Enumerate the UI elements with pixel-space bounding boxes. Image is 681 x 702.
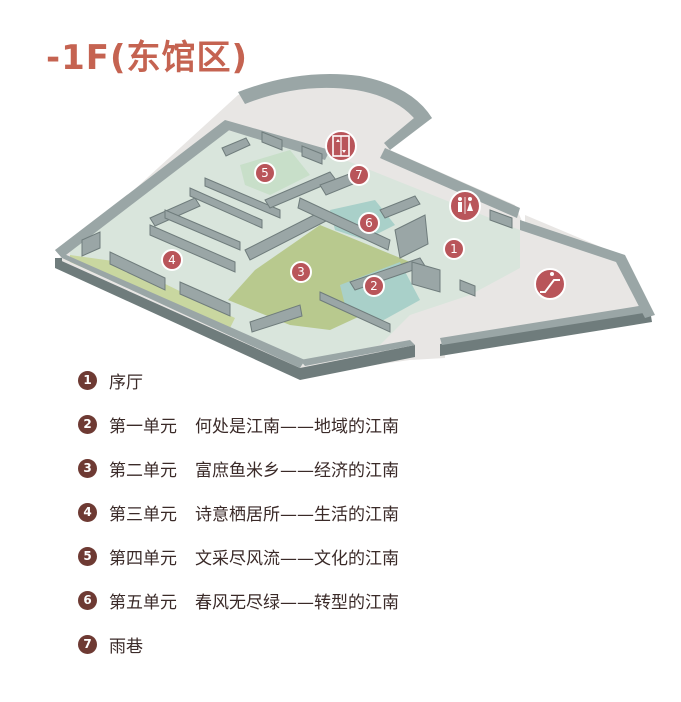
legend-theme: 何处是江南——地域的江南 <box>195 416 399 437</box>
svg-text:3: 3 <box>297 265 305 279</box>
legend-theme: 富庶鱼米乡——经济的江南 <box>195 460 399 481</box>
legend-number: 7 <box>78 634 97 654</box>
legend-unit: 第四单元 <box>109 548 177 569</box>
legend-number: 4 <box>78 502 97 522</box>
legend-unit: 第二单元 <box>109 460 177 481</box>
area-marker-5[interactable]: 5 <box>254 162 276 184</box>
svg-text:5: 5 <box>261 166 269 180</box>
legend-number: 5 <box>78 546 97 566</box>
legend-number: 1 <box>78 370 97 390</box>
legend-unit: 序厅 <box>109 372 143 393</box>
restroom-icon[interactable] <box>449 190 481 222</box>
area-marker-1[interactable]: 1 <box>443 238 465 260</box>
legend-item-7[interactable]: 7 雨巷 <box>78 632 143 657</box>
svg-text:4: 4 <box>168 253 176 267</box>
legend-unit: 第三单元 <box>109 504 177 525</box>
svg-text:1: 1 <box>450 242 458 256</box>
legend-item-5[interactable]: 5 第四单元文采尽风流——文化的江南 <box>78 544 399 569</box>
svg-text:2: 2 <box>370 279 378 293</box>
area-marker-6[interactable]: 6 <box>358 212 380 234</box>
outer-walls <box>55 74 655 380</box>
legend-theme: 春风无尽绿——转型的江南 <box>195 592 399 613</box>
area-marker-2[interactable]: 2 <box>363 275 385 297</box>
legend-number: 3 <box>78 458 97 478</box>
area-marker-3[interactable]: 3 <box>290 261 312 283</box>
legend-item-4[interactable]: 4 第三单元诗意栖居所——生活的江南 <box>78 500 399 525</box>
legend-theme: 诗意栖居所——生活的江南 <box>195 504 399 525</box>
zone-4-strip <box>70 255 235 328</box>
legend-item-1[interactable]: 1 序厅 <box>78 368 143 393</box>
svg-text:7: 7 <box>355 168 363 182</box>
legend-unit: 第五单元 <box>109 592 177 613</box>
legend-number: 6 <box>78 590 97 610</box>
escalator-icon[interactable] <box>534 268 566 300</box>
legend-item-2[interactable]: 2 第一单元何处是江南——地域的江南 <box>78 412 399 437</box>
floor-title: -1F(东馆区) <box>46 38 249 78</box>
elevator-icon[interactable] <box>325 130 357 162</box>
area-marker-7[interactable]: 7 <box>348 164 370 186</box>
legend-number: 2 <box>78 414 97 434</box>
svg-text:6: 6 <box>365 216 373 230</box>
legend-theme: 文采尽风流——文化的江南 <box>195 548 399 569</box>
legend-unit: 雨巷 <box>109 636 143 657</box>
legend-item-6[interactable]: 6 第五单元春风无尽绿——转型的江南 <box>78 588 399 613</box>
legend-item-3[interactable]: 3 第二单元富庶鱼米乡——经济的江南 <box>78 456 399 481</box>
legend-unit: 第一单元 <box>109 416 177 437</box>
area-marker-4[interactable]: 4 <box>161 249 183 271</box>
